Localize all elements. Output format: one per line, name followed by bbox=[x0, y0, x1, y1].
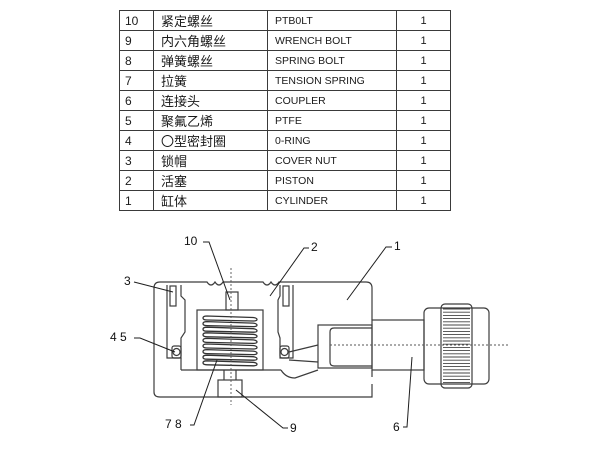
o-ring-left bbox=[171, 345, 182, 359]
leader-1 bbox=[346, 246, 392, 301]
spring-coil bbox=[202, 326, 258, 333]
cylinder-body-outline bbox=[153, 280, 373, 398]
callout-10: 10 bbox=[184, 234, 198, 248]
tension-spring bbox=[202, 315, 258, 367]
coupler-sleeve-inner bbox=[329, 327, 372, 367]
wrench-bolt-head bbox=[217, 379, 243, 398]
leader-6 bbox=[403, 356, 413, 428]
callout-4-5: 4 5 bbox=[110, 330, 127, 344]
knob-body bbox=[423, 307, 490, 385]
spring-coil bbox=[202, 315, 258, 322]
callout-6: 6 bbox=[393, 420, 400, 434]
knob-knurl bbox=[440, 303, 473, 389]
spring-coil bbox=[202, 348, 258, 356]
callout-1: 1 bbox=[394, 239, 401, 253]
part-name-cn: 紧定螺丝 bbox=[153, 10, 268, 31]
spring-coil bbox=[202, 337, 258, 345]
leader-78 bbox=[190, 359, 218, 426]
spring-coil bbox=[202, 354, 258, 361]
o-ring-left-section bbox=[172, 347, 181, 357]
leader-3 bbox=[133, 281, 174, 293]
part-name-en: COUPLER bbox=[267, 90, 397, 111]
coupler-to-oring bbox=[288, 344, 319, 363]
leader-9 bbox=[235, 389, 288, 429]
cover-nut-right bbox=[277, 285, 294, 359]
spring-coil bbox=[202, 320, 258, 328]
cover-nut-left-slot bbox=[169, 285, 177, 307]
knob-knurl-lines bbox=[443, 308, 470, 384]
leader-2 bbox=[269, 247, 309, 297]
part-name-en: CYLINDER bbox=[267, 190, 397, 211]
leader-10 bbox=[203, 241, 231, 301]
spring-coil bbox=[202, 360, 258, 367]
callout-7-8: 7 8 bbox=[165, 417, 182, 431]
wrench-bolt-shank bbox=[223, 370, 237, 380]
callout-9: 9 bbox=[290, 421, 297, 435]
part-qty: 1 bbox=[396, 190, 451, 211]
leader-45 bbox=[134, 337, 176, 353]
coupler-sleeve bbox=[317, 324, 373, 369]
spring-coil bbox=[202, 332, 258, 339]
callout-2: 2 bbox=[311, 240, 318, 254]
set-screw bbox=[225, 291, 239, 311]
cover-nut-right-slot bbox=[282, 285, 290, 307]
part-name-en: PTFE bbox=[267, 110, 397, 131]
part-name-en: PISTON bbox=[267, 170, 397, 191]
callout-3: 3 bbox=[124, 274, 131, 288]
spring-coil bbox=[202, 343, 258, 350]
part-name-cn: 缸体 bbox=[153, 190, 268, 211]
o-ring-right-section bbox=[280, 347, 289, 357]
cover-nut-left bbox=[166, 285, 186, 359]
part-name-en: WRENCH BOLT bbox=[267, 30, 397, 51]
part-name-cn: 连接头 bbox=[153, 90, 268, 111]
